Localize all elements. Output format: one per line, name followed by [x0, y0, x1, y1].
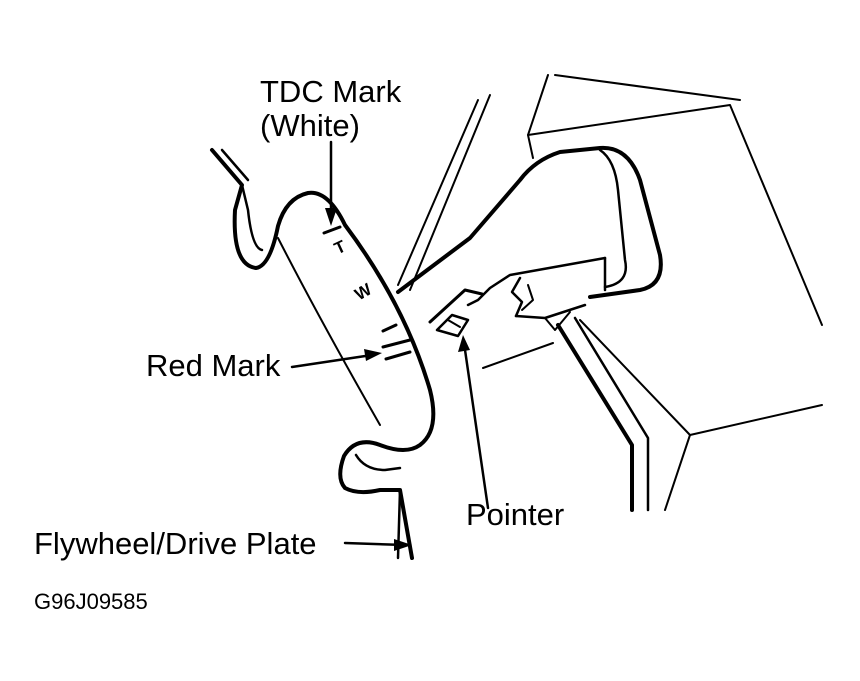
plate-mark-w: W	[351, 279, 375, 304]
pointer-label: Pointer	[466, 497, 564, 532]
pointer-tip	[435, 313, 470, 338]
timing-window-edge	[397, 94, 491, 291]
pointer-bracket	[396, 145, 663, 512]
pointer-arrowhead	[458, 335, 470, 352]
flywheel-arrowhead	[394, 539, 412, 551]
timing-marks	[322, 225, 412, 361]
leader-lines	[290, 140, 490, 547]
tdc-mark-sublabel: (White)	[260, 108, 360, 143]
figure-id: G96J09585	[34, 589, 148, 614]
arrowheads	[325, 208, 470, 551]
flywheel-label: Flywheel/Drive Plate	[34, 526, 317, 561]
plate-mark-t: T	[331, 236, 349, 258]
flywheel-drive-plate	[210, 148, 436, 560]
engine-housing	[482, 74, 823, 511]
red-mark-arrowhead	[364, 349, 382, 361]
tdc-arrowhead	[325, 208, 337, 226]
red-mark-label: Red Mark	[146, 348, 281, 383]
tdc-mark-label: TDC Mark	[260, 74, 402, 109]
